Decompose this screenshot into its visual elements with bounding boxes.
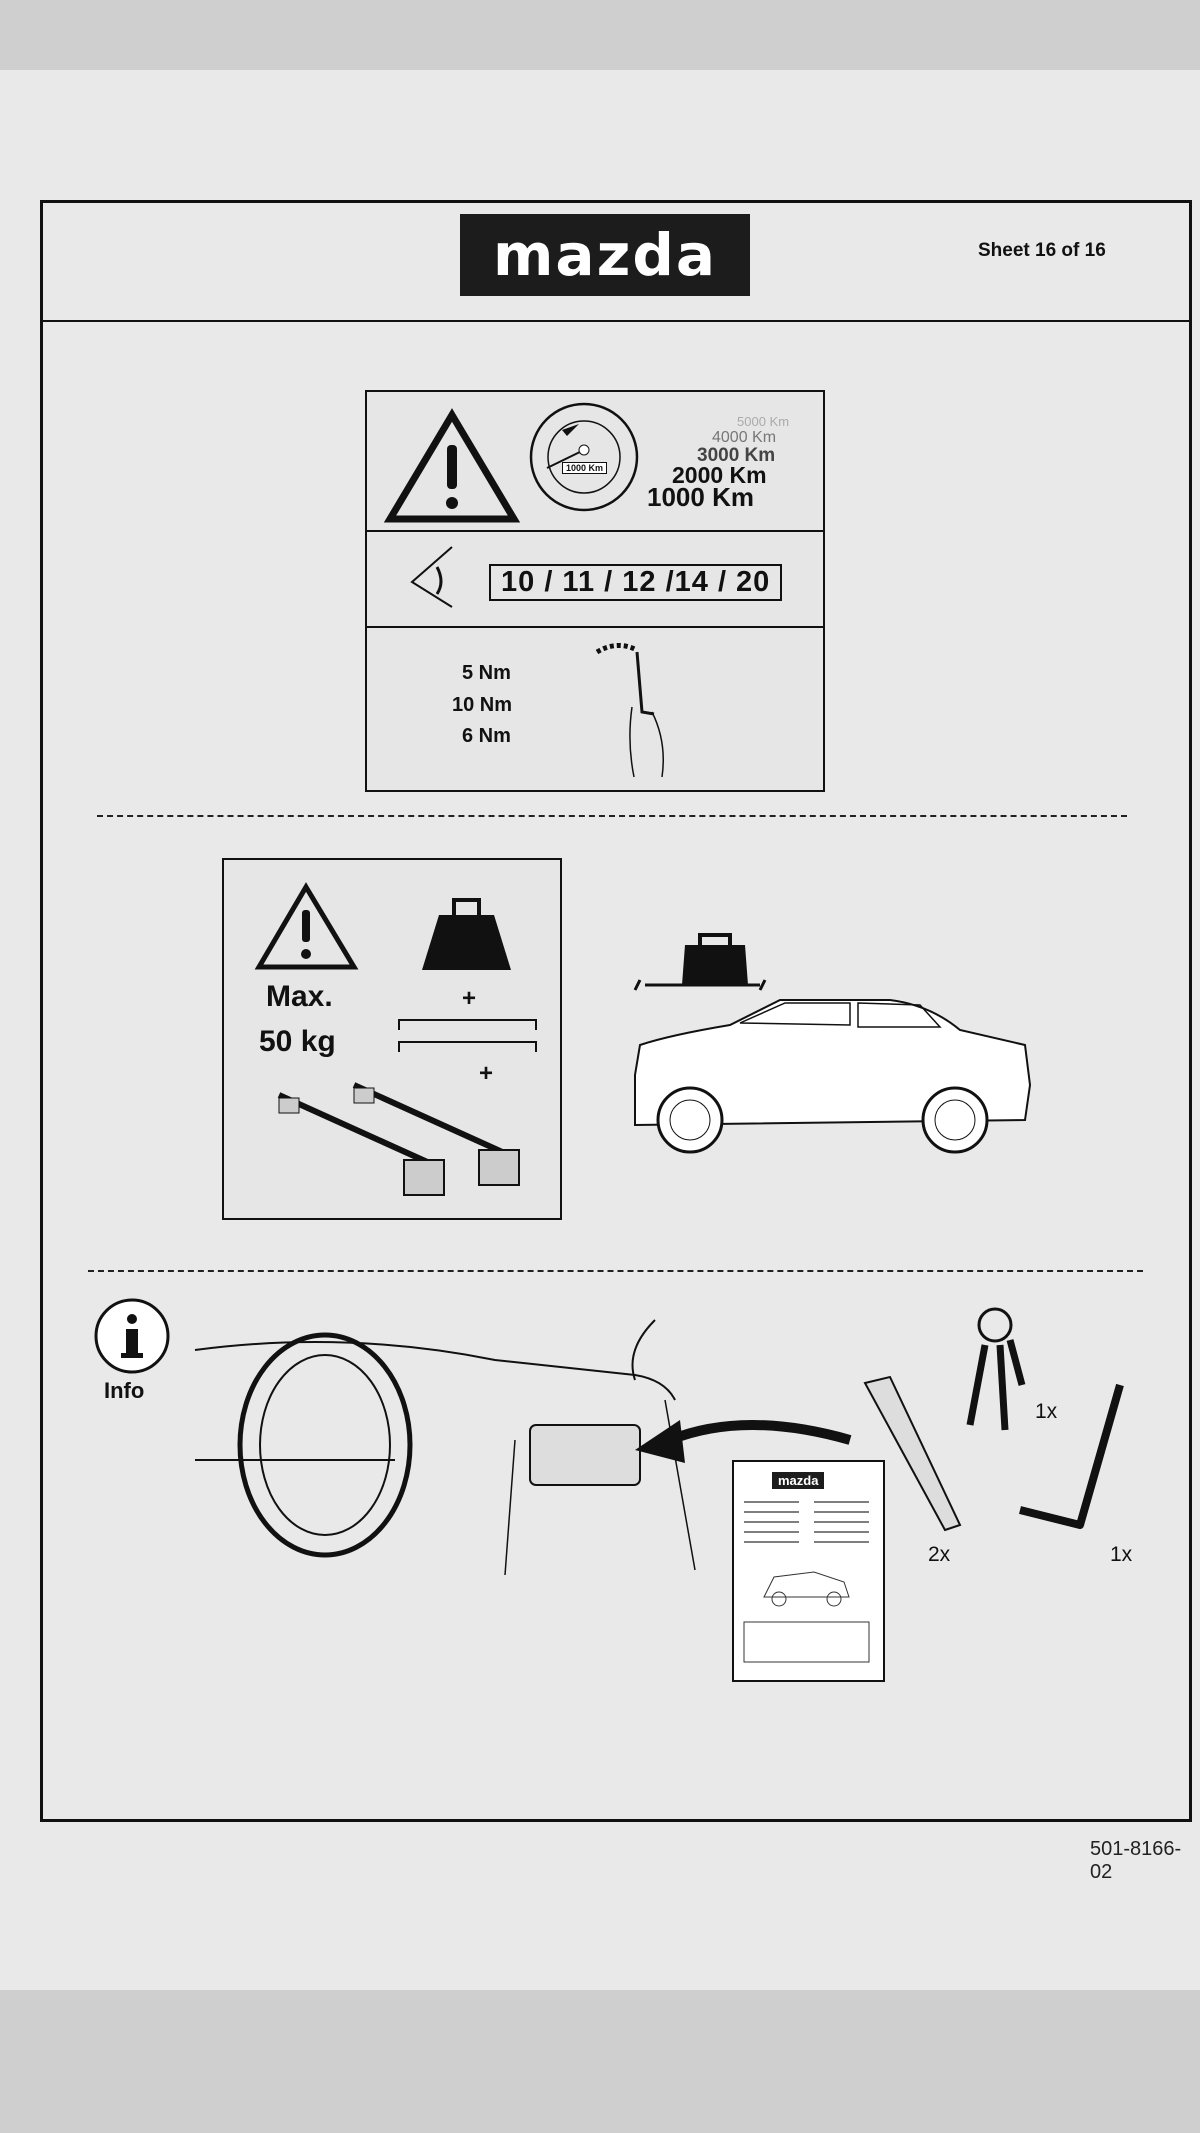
distance-5000: 5000 Km <box>737 414 790 429</box>
info-icon <box>94 1298 170 1374</box>
logo-text: mazda <box>493 221 717 289</box>
roof-rails-icon <box>398 1019 537 1052</box>
weight-icon <box>422 898 511 970</box>
break-in-panel: 1000 Km 5000 Km 4000 Km 3000 Km 2000 Km … <box>365 390 825 792</box>
roof-bars-icon <box>277 1082 520 1196</box>
document-code: 501-8166-02 <box>1090 1838 1182 1883</box>
mazda-logo: mazda <box>460 214 750 296</box>
distance-1000: 1000 Km <box>647 482 754 512</box>
booklet-contents <box>743 1501 870 1663</box>
max-load-value: 50 kg <box>259 1025 336 1058</box>
distance-2000: 2000 Km <box>672 462 767 488</box>
max-label: Max. <box>266 980 333 1013</box>
torque-value: 10 Nm <box>452 694 513 716</box>
hex-key-icon <box>1019 1383 1124 1529</box>
hex-key-quantity: 1x <box>1110 1543 1133 1566</box>
page-frame <box>40 200 1192 1822</box>
distance-3000: 3000 Km <box>697 445 776 466</box>
info-label: Info <box>104 1378 145 1403</box>
strip-quantity: 2x <box>928 1543 951 1566</box>
hand-hex-key-icon <box>595 643 664 778</box>
booklet-logo: mazda <box>772 1472 825 1489</box>
torque-value: 6 Nm <box>462 725 511 747</box>
warning-icon <box>254 882 359 970</box>
torque-reference-box: 10 / 11 / 12 /14 / 20 <box>489 564 783 601</box>
torque-value: 5 Nm <box>462 662 511 684</box>
eye-inspect-icon <box>410 546 453 608</box>
warning-icon <box>383 408 521 523</box>
distance-4000: 4000 Km <box>712 429 777 446</box>
car-with-roof-load-illustration <box>633 933 1032 1154</box>
section-divider <box>97 815 1127 817</box>
keys-icon <box>966 1307 1026 1431</box>
keys-quantity: 1x <box>1035 1400 1058 1423</box>
load-limit-panel: Max. 50 kg + + <box>222 858 562 1220</box>
plastic-strip-icon <box>863 1375 962 1532</box>
section-divider <box>88 1270 1143 1272</box>
odometer-label: 1000 Km <box>562 462 608 474</box>
arrow-to-glovebox-icon <box>635 1420 852 1463</box>
header-divider <box>40 320 1192 322</box>
dashboard-glovebox-illustration <box>194 1319 696 1576</box>
instruction-booklet: mazda <box>732 1460 885 1682</box>
sheet-number: Sheet 16 of 16 <box>978 240 1106 261</box>
odometer-icon <box>529 402 639 512</box>
plus-sign: + <box>462 985 477 1012</box>
plus-sign: + <box>479 1060 494 1087</box>
